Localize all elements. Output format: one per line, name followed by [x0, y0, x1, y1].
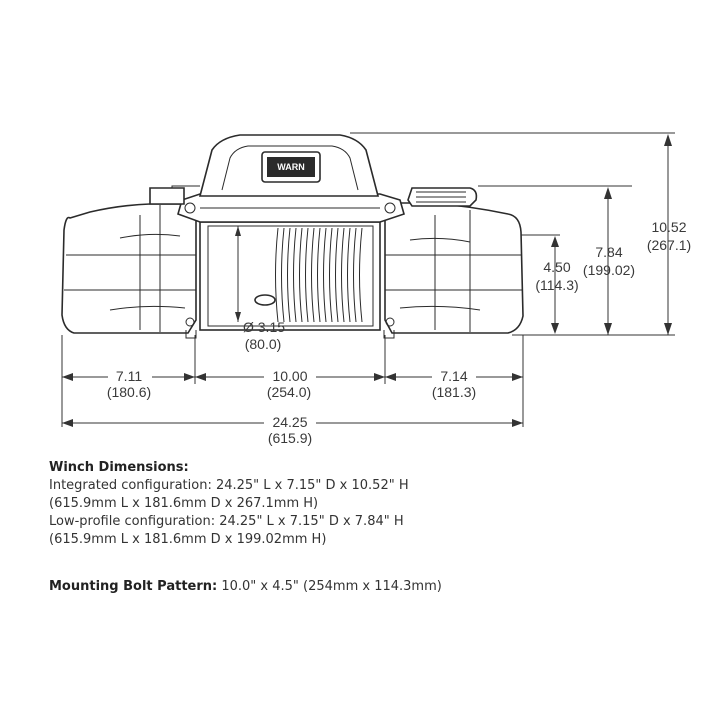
tie-bar — [177, 193, 405, 223]
cable-drum — [199, 221, 381, 331]
dimension-left-section: 7.11 (180.6) — [62, 368, 195, 400]
warn-logo — [267, 157, 315, 177]
winch-dimensions-heading: Winch Dimensions: — [49, 460, 189, 475]
left-section-mm: (180.6) — [107, 384, 151, 400]
dimension-right-section: 7.14 (181.3) — [385, 368, 523, 400]
dimension-total-height: 10.52 (267.1) — [647, 134, 691, 335]
dimension-low-height: 7.84 (199.02) — [583, 187, 635, 335]
bolt-pattern-heading: Mounting Bolt Pattern: — [49, 579, 218, 594]
integrated-config-line: Integrated configuration: 24.25" L x 7.1… — [49, 478, 409, 493]
control-pack: WARN — [149, 134, 380, 205]
right-section-mm: (181.3) — [432, 384, 476, 400]
extension-lines — [61, 132, 675, 427]
overall-length-mm: (615.9) — [268, 430, 312, 446]
logo-text: WARN — [277, 162, 305, 172]
clutch-handle — [407, 187, 478, 207]
winch-diagram: WARN 10.52 (267.1) 7.84 (199.02) 4.50 (1… — [61, 132, 691, 446]
height-low-in: 7.84 — [595, 244, 622, 260]
drum-diameter-in: Ø 3.15 — [243, 319, 285, 335]
bolt-pattern-value: 10.0" x 4.5" (254mm x 114.3mm) — [217, 579, 442, 594]
dimension-drum-length: 10.00 (254.0) — [195, 368, 385, 400]
height-total-in: 10.52 — [651, 219, 686, 235]
bolt-vertical-mm: (114.3) — [535, 277, 578, 293]
dimension-drum-diameter: Ø 3.15 (80.0) — [235, 226, 285, 352]
right-section-in: 7.14 — [440, 368, 467, 384]
left-section-in: 7.11 — [116, 368, 142, 384]
dimension-overall-length: 24.25 (615.9) — [62, 414, 523, 446]
rope-wraps — [275, 227, 363, 323]
left-end-housing — [61, 203, 197, 339]
drum-length-mm: (254.0) — [267, 384, 311, 400]
dimension-bolt-vertical: 4.50 (114.3) — [535, 236, 579, 334]
mounting-bolt-pattern: Mounting Bolt Pattern: 10.0" x 4.5" (254… — [49, 578, 442, 596]
bolt-vertical-in: 4.50 — [543, 259, 570, 275]
lowprofile-config-metric: (615.9mm L x 181.6mm D x 199.02mm H) — [49, 532, 327, 547]
height-low-mm: (199.02) — [583, 262, 635, 278]
right-end-housing — [383, 202, 524, 339]
lowprofile-config-line: Low-profile configuration: 24.25" L x 7.… — [49, 514, 404, 529]
drum-diameter-mm: (80.0) — [245, 336, 282, 352]
height-total-mm: (267.1) — [647, 237, 691, 253]
integrated-config-metric: (615.9mm L x 181.6mm D x 267.1mm H) — [49, 496, 319, 511]
overall-length-in: 24.25 — [272, 414, 307, 430]
drum-length-in: 10.00 — [272, 368, 307, 384]
